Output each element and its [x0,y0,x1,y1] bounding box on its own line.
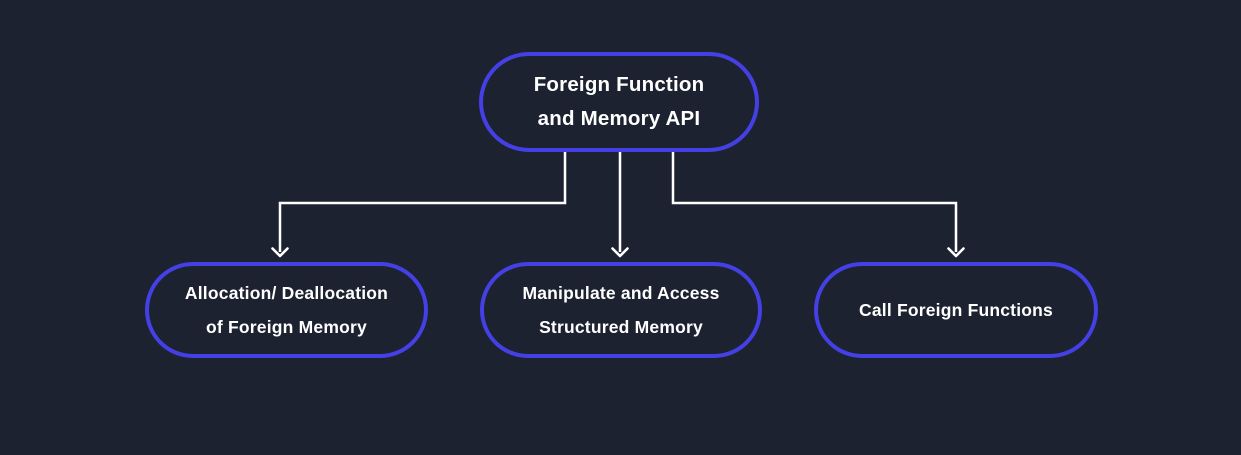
arrow-down-icon [947,247,965,258]
node-manipulate-access-memory: Manipulate and Access Structured Memory [480,262,762,358]
arrow-down-icon [611,247,629,258]
node-label: Foreign Function and Memory API [533,73,705,130]
arrow-down-icon [271,247,289,258]
node-label: Manipulate and Access Structured Memory [522,283,720,337]
node-allocation-deallocation: Allocation/ Deallocation of Foreign Memo… [145,262,428,358]
connector-right [671,152,958,252]
node-call-foreign-functions: Call Foreign Functions [814,262,1098,358]
node-foreign-function-and-memory-api: Foreign Function and Memory API [479,52,759,152]
node-label: Allocation/ Deallocation of Foreign Memo… [184,283,389,337]
connector-left [278,152,567,252]
node-label: Call Foreign Functions [859,300,1053,320]
